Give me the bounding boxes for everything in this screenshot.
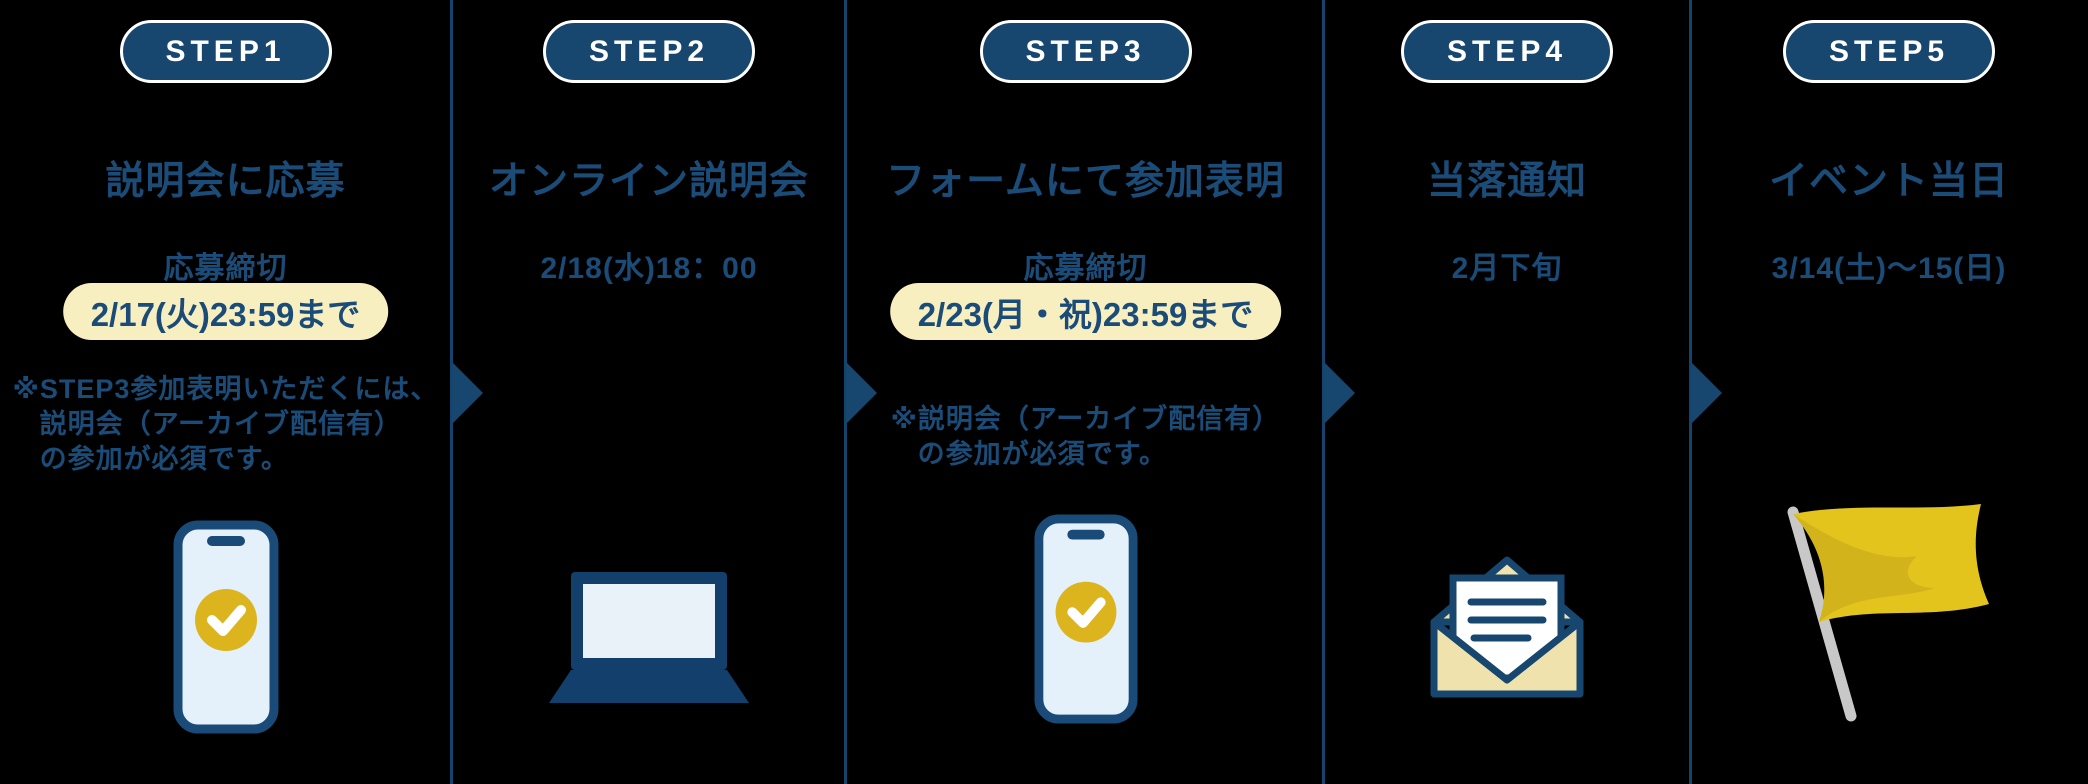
- column-divider: [844, 0, 847, 784]
- arrow-right-icon: [452, 362, 483, 424]
- step3-note: ※説明会（アーカイブ配信有） の参加が必須です。: [847, 402, 1324, 472]
- step4-badge: STEP4: [1401, 20, 1613, 83]
- step2-date: 2/18(水)18：00: [540, 252, 758, 285]
- step4-column: STEP4 当落通知 2月下旬: [1324, 0, 1690, 784]
- step3-title: フォームにて参加表明: [886, 160, 1285, 203]
- step1-deadline-pill: 2/17(火)23:59まで: [62, 283, 389, 340]
- arrow-right-icon: [1324, 362, 1355, 424]
- flag-icon: [1787, 504, 1989, 722]
- smartphone-check-icon: [173, 520, 278, 734]
- step1-note: ※STEP3参加表明いただくには、 説明会（アーカイブ配信有） の参加が必須です…: [0, 372, 451, 477]
- step5-title: イベント当日: [1768, 160, 2009, 203]
- step3-note-line: の参加が必須です。: [917, 439, 1167, 469]
- step5-column: STEP5 イベント当日 3/14(土)～15(日): [1690, 0, 2088, 784]
- arrow-right-icon: [846, 362, 877, 424]
- step1-badge: STEP1: [119, 20, 332, 83]
- smartphone-check-icon: [1033, 514, 1138, 724]
- step3-badge: STEP3: [979, 20, 1192, 83]
- step4-title: 当落通知: [1426, 160, 1587, 203]
- step5-badge: STEP5: [1783, 20, 1995, 83]
- step2-title: オンライン説明会: [488, 160, 809, 203]
- arrow-right-icon: [1691, 362, 1722, 424]
- step3-deadline-pill: 2/23(月・祝)23:59まで: [889, 283, 1282, 340]
- step3-note-line: ※説明会（アーカイブ配信有）: [890, 404, 1281, 434]
- step1-title: 説明会に応募: [105, 160, 346, 203]
- step1-note-line: の参加が必須です。: [39, 444, 289, 474]
- laptop-icon: [549, 572, 749, 703]
- step2-column: STEP2 オンライン説明会 2/18(水)18：00: [451, 0, 847, 784]
- step1-deadline-label: 応募締切: [163, 252, 288, 285]
- column-divider: [1322, 0, 1325, 784]
- step4-date: 2月下旬: [1451, 252, 1563, 285]
- step2-badge: STEP2: [543, 20, 755, 83]
- step1-column: STEP1 説明会に応募 応募締切 2/17(火)23:59まで ※STEP3参…: [0, 0, 451, 784]
- envelope-letter-icon: [1430, 556, 1584, 698]
- step1-note-line: ※STEP3参加表明いただくには、: [12, 374, 439, 404]
- step1-note-line: 説明会（アーカイブ配信有）: [39, 409, 402, 439]
- column-divider: [450, 0, 453, 784]
- step3-deadline-label: 応募締切: [1023, 252, 1148, 285]
- step5-date: 3/14(土)～15(日): [1771, 252, 2007, 285]
- column-divider: [1689, 0, 1692, 784]
- step3-column: STEP3 フォームにて参加表明 応募締切 2/23(月・祝)23:59まで ※…: [847, 0, 1324, 784]
